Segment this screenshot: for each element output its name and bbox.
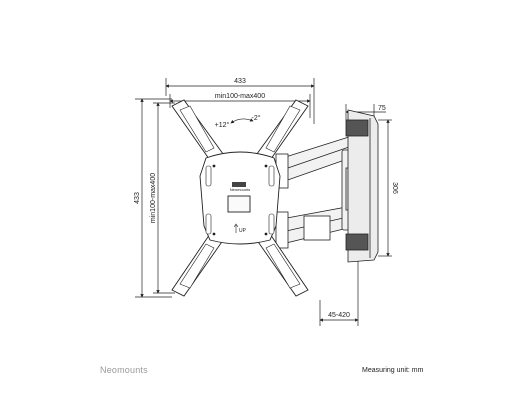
- up-arrow-icon: [233, 223, 239, 233]
- dim-top-width: 433: [234, 78, 246, 85]
- vesa-slots: [179, 105, 301, 289]
- dim-height-right: 306: [391, 182, 398, 194]
- dim-top-vesa: min100-max400: [215, 93, 265, 100]
- plate-logo: Neomounts: [230, 187, 250, 192]
- tilt-up-label: +12°: [215, 121, 230, 129]
- wall-arm-assembly: [275, 109, 379, 263]
- dim-left-height: 433: [134, 192, 141, 204]
- dim-depth-min: 75: [378, 105, 386, 112]
- tilt-down-label: -2°: [251, 114, 260, 122]
- up-label: UP: [239, 228, 247, 234]
- dim-extension: 45-420: [328, 312, 350, 319]
- brand-logo: Neomounts: [100, 365, 148, 375]
- screw-holes: [212, 164, 268, 236]
- tilt-indicator: +12° -2°: [215, 114, 261, 129]
- measuring-unit-note: Measuring unit: mm: [362, 367, 424, 374]
- dim-left-vesa: min100-max400: [150, 173, 157, 223]
